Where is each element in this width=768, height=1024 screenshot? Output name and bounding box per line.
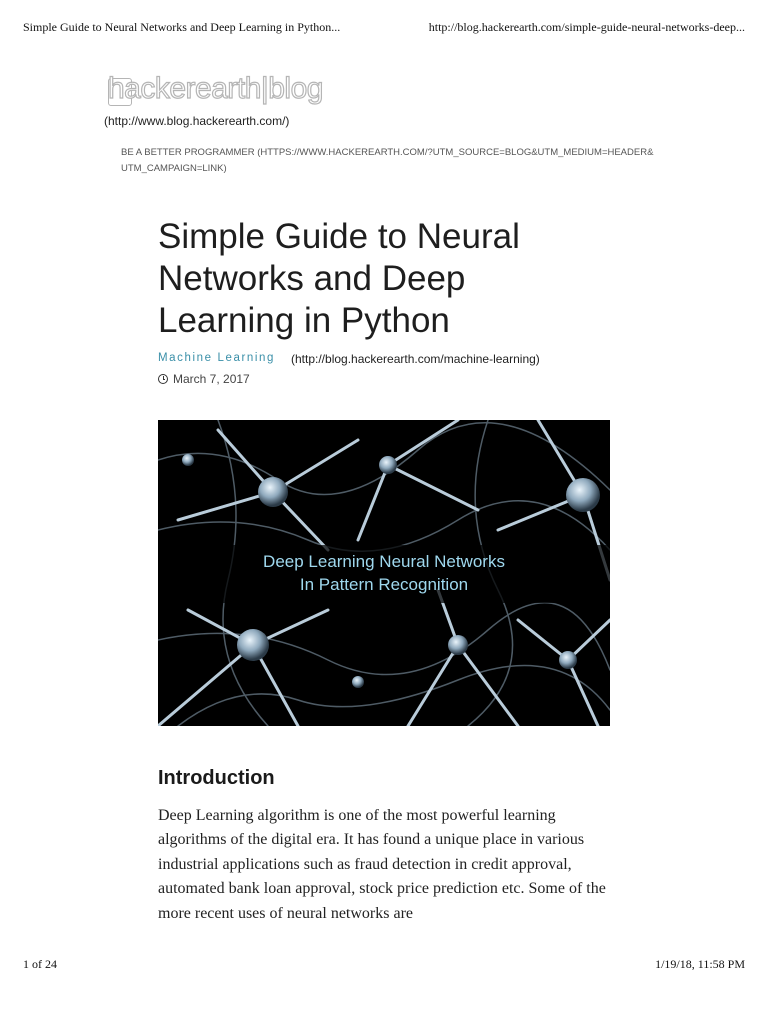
site-logo[interactable]: hackerearth|blog bbox=[107, 71, 324, 108]
section-heading-introduction: Introduction bbox=[158, 767, 275, 789]
print-footer: 1 of 24 1/19/18, 11:58 PM bbox=[23, 957, 745, 975]
print-page-title: Simple Guide to Neural Networks and Deep… bbox=[23, 20, 341, 34]
hero-caption-line-1: Deep Learning Neural Networks bbox=[263, 552, 505, 571]
category-url[interactable]: (http://blog.hackerearth.com/machine-lea… bbox=[291, 352, 540, 366]
publish-date: March 7, 2017 bbox=[158, 372, 250, 386]
article-title: Simple Guide to Neural Networks and Deep… bbox=[158, 217, 520, 340]
logo-text: hackerearth|blog bbox=[107, 71, 324, 105]
print-header: Simple Guide to Neural Networks and Deep… bbox=[23, 20, 745, 38]
hero-image: Deep Learning Neural Networks In Pattern… bbox=[158, 420, 610, 726]
category-link[interactable]: Machine Learning bbox=[158, 352, 276, 364]
site-tagline[interactable]: BE A BETTER PROGRAMMER (HTTPS://WWW.HACK… bbox=[121, 147, 654, 174]
publish-date-text: March 7, 2017 bbox=[173, 372, 250, 386]
print-page-url[interactable]: http://blog.hackerearth.com/simple-guide… bbox=[428, 20, 745, 34]
clock-icon bbox=[158, 374, 168, 384]
logo-h-box bbox=[108, 78, 132, 106]
neuron-illustration bbox=[158, 420, 610, 726]
introduction-paragraph: Deep Learning algorithm is one of the mo… bbox=[158, 807, 606, 922]
home-link[interactable]: (http://www.blog.hackerearth.com/) bbox=[104, 114, 290, 128]
page-counter: 1 of 24 bbox=[23, 957, 57, 971]
hero-caption-band bbox=[158, 545, 610, 603]
print-timestamp: 1/19/18, 11:58 PM bbox=[655, 957, 745, 971]
hero-caption-line-2: In Pattern Recognition bbox=[299, 575, 469, 594]
